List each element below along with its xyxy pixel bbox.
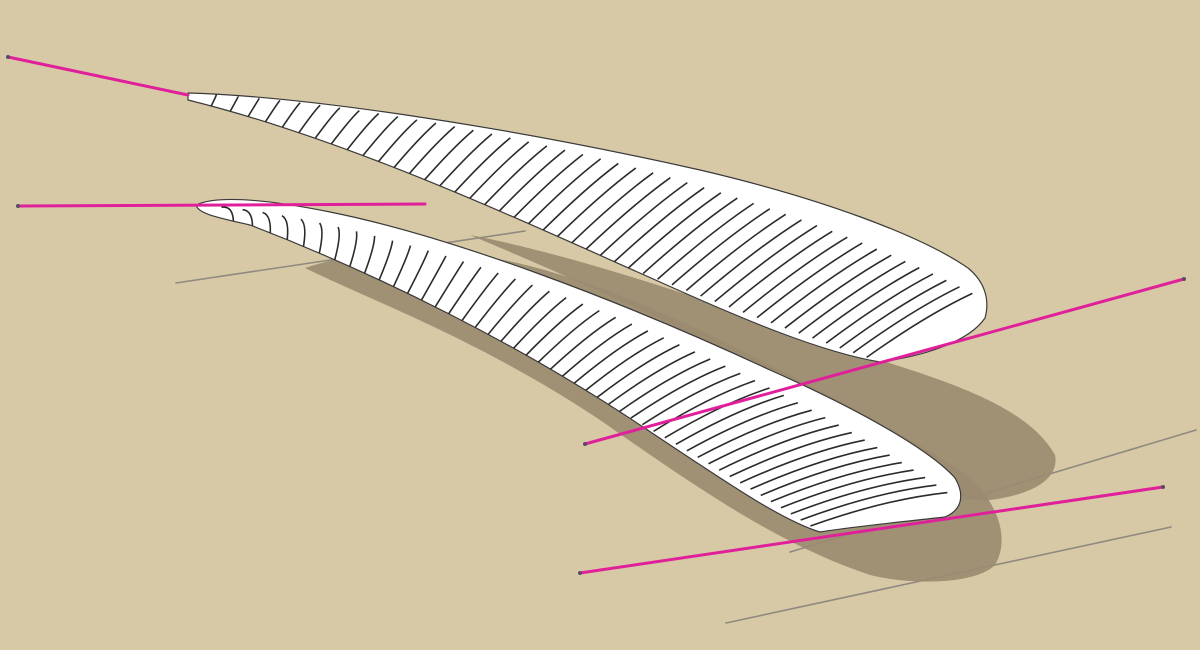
blade-rib xyxy=(431,261,465,312)
blade-rib xyxy=(358,115,399,162)
blade-rib xyxy=(760,454,890,497)
axis-endpoints xyxy=(6,55,1186,575)
blade-rib xyxy=(825,273,934,344)
blade-rib xyxy=(525,158,602,228)
blade-rib xyxy=(390,245,412,292)
blade-rib xyxy=(554,167,637,240)
blade-rib xyxy=(559,323,633,379)
blade-rib xyxy=(790,476,926,515)
blade-rib xyxy=(209,93,218,108)
blade-rib xyxy=(770,461,902,503)
blade-rib xyxy=(262,99,281,126)
blade-rib xyxy=(510,296,567,352)
blade-rib xyxy=(362,235,376,279)
blade-rib xyxy=(657,202,755,280)
blade-rib xyxy=(510,153,584,222)
endpoint-marker xyxy=(1182,277,1186,281)
pitch-axis-lines[interactable] xyxy=(6,55,1186,575)
blade-rib xyxy=(228,95,239,114)
blade-rib xyxy=(653,379,756,432)
upper-blade[interactable] xyxy=(187,92,988,363)
endpoint-marker xyxy=(578,571,582,575)
blade-rib xyxy=(697,409,812,459)
blade-rib xyxy=(613,187,705,263)
lower-blade-root-axis[interactable] xyxy=(16,202,427,208)
blade-rib xyxy=(535,309,600,366)
blade-rib xyxy=(839,279,947,349)
endpoint-marker xyxy=(16,204,20,208)
upper-blade-tip-axis[interactable] xyxy=(583,277,1186,446)
blade-rib xyxy=(583,337,665,393)
blade-rib xyxy=(628,192,722,269)
blade-rib xyxy=(221,206,235,224)
blade-rib xyxy=(434,133,493,192)
blade-rib xyxy=(810,491,948,527)
blade-rib xyxy=(708,416,826,465)
blade-rib xyxy=(618,358,711,413)
blade-rib xyxy=(539,162,619,234)
blade-rib xyxy=(770,248,878,324)
lower-blade-tip-axis[interactable] xyxy=(578,485,1165,575)
blade-rib xyxy=(685,213,787,292)
blade-rib xyxy=(728,230,833,308)
blade-rib xyxy=(671,208,771,286)
blade-rib xyxy=(404,250,430,299)
blade-rib xyxy=(450,137,511,198)
blade-rib xyxy=(811,266,920,339)
blade-rib xyxy=(458,272,499,325)
blade-rib xyxy=(630,365,726,419)
blade-rib xyxy=(471,278,516,332)
upper-blade-root-axis[interactable] xyxy=(6,55,190,97)
blade-rib xyxy=(373,119,418,168)
blade-rib xyxy=(376,240,394,285)
endpoint-marker xyxy=(6,55,10,59)
blade-rib xyxy=(852,286,960,354)
blade-rib xyxy=(245,97,260,120)
blade-rib xyxy=(750,446,878,490)
blade-rib xyxy=(547,316,617,373)
blade-rib xyxy=(495,149,566,216)
blade-rib xyxy=(641,372,741,426)
blade-rib xyxy=(607,351,696,406)
blade-rib xyxy=(598,181,688,257)
blade-rib xyxy=(404,126,456,180)
blade-rib xyxy=(784,254,892,329)
blade-rib xyxy=(729,431,853,478)
blade-rib xyxy=(497,290,550,346)
blade-rib xyxy=(347,231,358,272)
endpoint-marker xyxy=(583,442,587,446)
blade-rib xyxy=(739,439,865,484)
blade-rib xyxy=(866,292,973,359)
blade-rib xyxy=(686,401,799,452)
blade-rib xyxy=(798,260,906,334)
blade-rib xyxy=(569,172,654,246)
endpoint-marker xyxy=(1161,485,1165,489)
blade-rib xyxy=(718,424,839,471)
blade-rib xyxy=(445,266,482,319)
blade-rib xyxy=(800,484,937,521)
blade-rib xyxy=(642,197,738,275)
blade-rib xyxy=(522,303,584,359)
blade-rib xyxy=(714,224,818,303)
blade-rib xyxy=(756,242,863,319)
blade-rib xyxy=(480,145,548,210)
blade-rib xyxy=(780,469,914,509)
blade-rib xyxy=(418,255,447,305)
blade-rib xyxy=(675,394,785,446)
blade-rib xyxy=(465,141,530,204)
blade-rib xyxy=(571,330,649,386)
blade-rib xyxy=(742,236,848,313)
blade-rib xyxy=(595,344,680,399)
blade-rib xyxy=(389,122,437,174)
blade-rib xyxy=(584,177,671,251)
lower-blade[interactable] xyxy=(195,198,962,533)
blade-rib xyxy=(419,129,474,186)
blade-rib xyxy=(484,284,534,339)
blade-rib xyxy=(700,219,802,297)
